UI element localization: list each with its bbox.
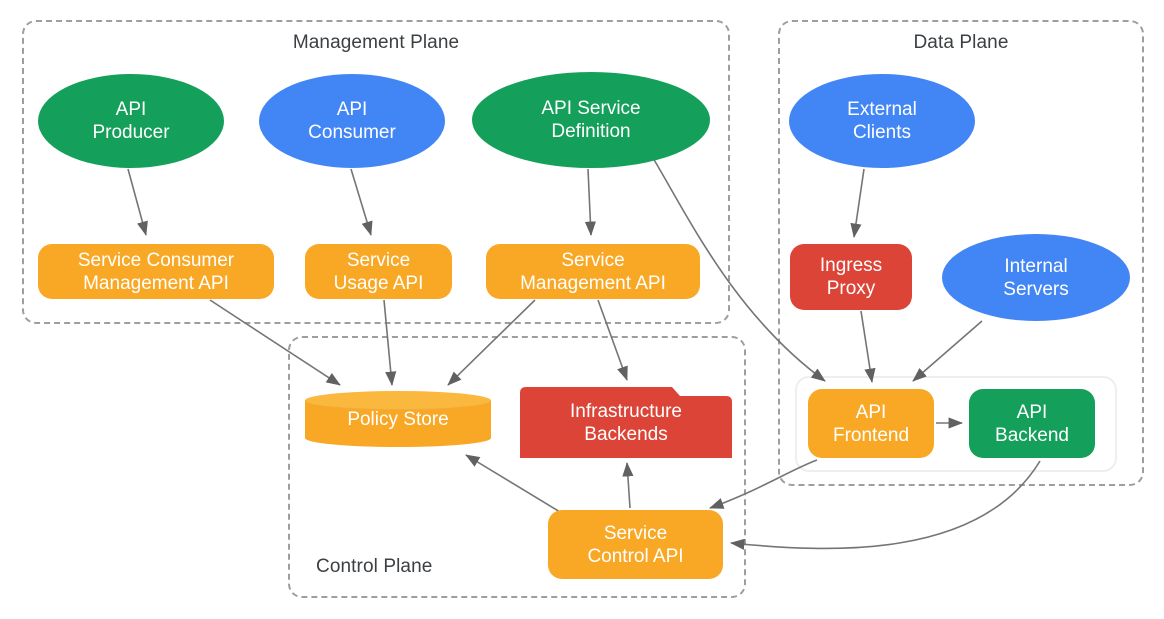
node-label-service-usage-api: Service Usage API [333, 249, 424, 294]
node-label-api-service-definition: API Service Definition [541, 98, 641, 142]
node-label-api-backend: API Backend [995, 401, 1069, 446]
node-api-consumer[interactable]: API Consumer [259, 74, 445, 168]
plane-label-management-plane: Management Plane [292, 32, 460, 53]
node-label-api-frontend: API Frontend [832, 401, 910, 446]
node-service-control-api[interactable]: Service Control API [548, 510, 723, 579]
node-ingress-proxy[interactable]: Ingress Proxy [790, 244, 912, 310]
node-label-internal-servers: Internal Servers [1003, 255, 1069, 300]
node-label-ingress-proxy: Ingress Proxy [819, 255, 883, 299]
node-api-service-definition[interactable]: API Service Definition [472, 72, 710, 168]
node-label-service-management-api: Service Management API [520, 249, 666, 294]
node-api-frontend[interactable]: API Frontend [808, 389, 934, 458]
node-label-infrastructure-backends: Infrastructure Backends [570, 400, 682, 445]
node-label-api-consumer: API Consumer [308, 99, 396, 143]
node-api-producer[interactable]: API Producer [38, 74, 224, 168]
plane-label-data-plane: Data Plane [913, 32, 1009, 53]
node-label-api-producer: API Producer [92, 99, 170, 143]
node-label-external-clients: External Clients [847, 99, 917, 143]
node-policy-store[interactable]: Policy Store [305, 391, 491, 447]
folder-shape-icon [520, 387, 732, 458]
node-external-clients[interactable]: External Clients [789, 74, 975, 168]
node-label-service-control-api: Service Control API [587, 522, 684, 567]
plane-label-control-plane: Control Plane [316, 556, 433, 577]
node-service-consumer-management-api[interactable]: Service Consumer Management API [38, 244, 274, 299]
node-infrastructure-backends[interactable]: Infrastructure Backends [520, 387, 732, 458]
node-label-service-consumer-management-api: Service Consumer Management API [77, 249, 235, 294]
node-api-backend[interactable]: API Backend [969, 389, 1095, 458]
node-service-management-api[interactable]: Service Management API [486, 244, 700, 299]
node-internal-servers[interactable]: Internal Servers [942, 234, 1130, 321]
node-service-usage-api[interactable]: Service Usage API [305, 244, 452, 299]
cylinder-top [305, 391, 491, 410]
node-label-policy-store: Policy Store [347, 408, 449, 430]
